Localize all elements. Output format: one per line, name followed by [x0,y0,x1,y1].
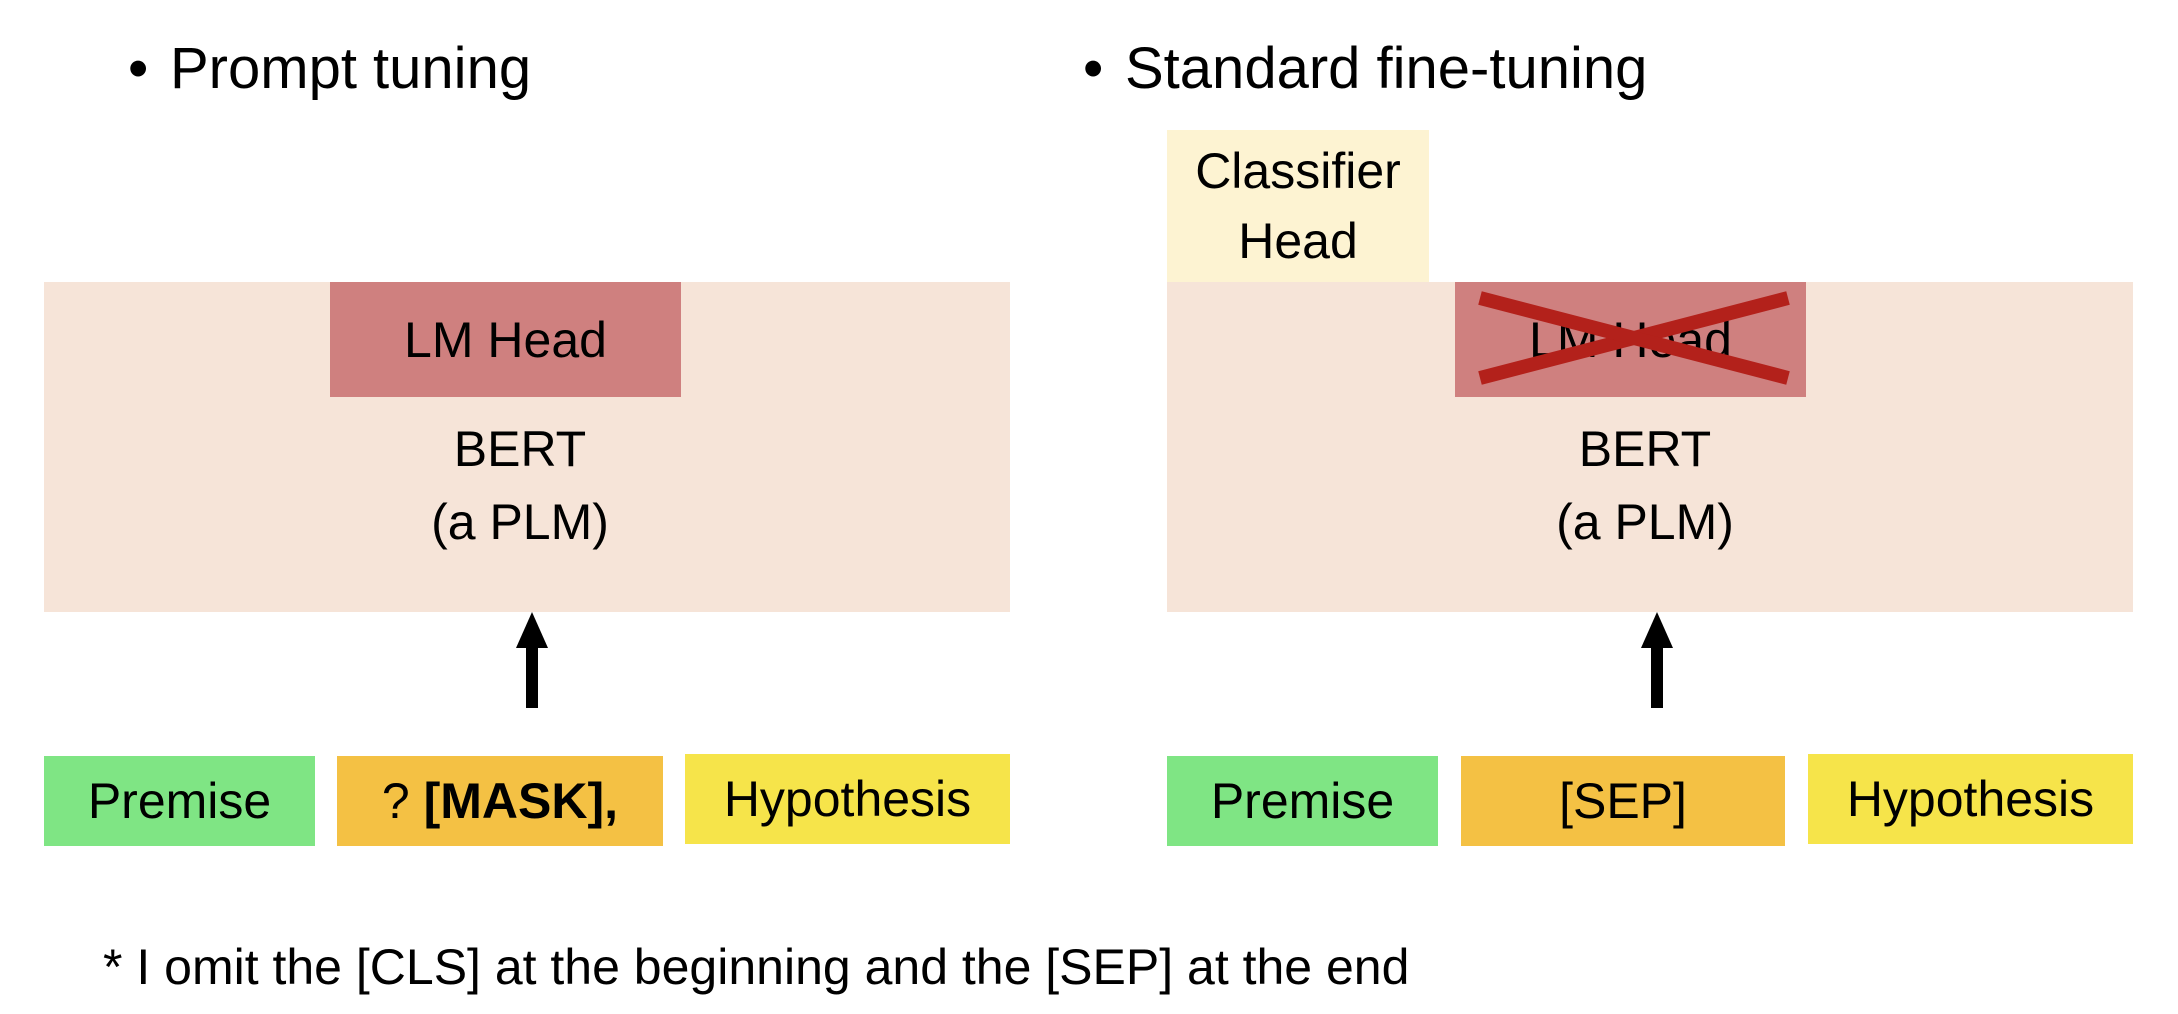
right-hypothesis-token: Hypothesis [1808,754,2133,844]
footnote: * I omit the [CLS] at the beginning and … [103,939,1410,995]
right-sep-label: [SEP] [1559,773,1687,829]
left-heading-text: Prompt tuning [170,36,532,101]
left-up-arrow-icon [516,612,548,708]
left-premise-label: Premise [87,773,272,829]
left-hypothesis-token: Hypothesis [685,754,1010,844]
cross-out-icon [1478,291,1790,385]
classifier-line1: Classifier [1195,143,1401,199]
right-bert-line1: BERT [1578,421,1712,477]
right-bert-line2: (a PLM) [1556,494,1734,550]
right-up-arrow-icon [1641,612,1673,708]
bullet-dot: • [128,36,149,101]
right-bert-label: BERT (a PLM) [1455,413,1835,559]
right-heading: •Standard fine-tuning [1083,40,1647,98]
bullet-dot: • [1083,36,1104,101]
left-heading: •Prompt tuning [128,40,531,98]
left-bert-line2: (a PLM) [431,494,609,550]
left-lm-head-label: LM Head [404,311,607,368]
right-heading-text: Standard fine-tuning [1125,36,1648,101]
classifier-head: Classifier Head [1167,130,1429,282]
left-mask-token: ? [MASK], [337,756,663,846]
right-hypothesis-label: Hypothesis [1846,771,2095,827]
left-bert-line1: BERT [453,421,587,477]
mask-token: [MASK] [423,773,605,829]
right-premise-label: Premise [1210,773,1395,829]
right-premise-token: Premise [1167,756,1438,846]
left-lm-head: LM Head [330,282,681,397]
right-sep-token: [SEP] [1461,756,1785,846]
classifier-line2: Head [1238,213,1358,269]
left-premise-token: Premise [44,756,315,846]
left-hypothesis-label: Hypothesis [723,771,972,827]
mask-prefix: ? [381,773,424,829]
mask-suffix: , [604,773,619,829]
left-mask-label: ? [MASK], [382,772,618,830]
left-bert-label: BERT (a PLM) [330,413,710,559]
